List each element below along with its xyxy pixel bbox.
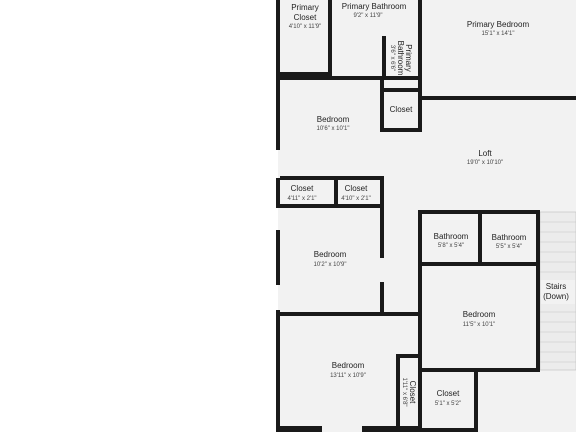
primary-closet-name-1: Primary	[291, 3, 319, 12]
room-closet-bottom: Closet 5'1" x 5'2"	[435, 389, 461, 407]
bedroom-1-name: Bedroom	[317, 115, 350, 124]
room-stairs: Stairs (Down)	[541, 280, 575, 304]
room-closet-left: Closet 4'11" x 2'1"	[287, 184, 316, 202]
room-primary-bedroom: Primary Bedroom 15'1" x 14'1"	[467, 20, 530, 37]
closet-vertical-dims: 1'11" x 6'8"	[401, 377, 407, 406]
room-closet-vertical: Closet 1'11" x 6'8"	[401, 377, 417, 406]
room-bathroom-2: Bathroom 5'5" x 5'4"	[492, 233, 527, 250]
room-bedroom-1: Bedroom 10'6" x 10'1"	[317, 115, 350, 132]
primary-closet-name-2: Closet	[294, 13, 317, 22]
bedroom-3-name: Bedroom	[463, 310, 496, 319]
closet-bottom-dims: 5'1" x 5'2"	[435, 401, 461, 407]
primary-bedroom-dims: 15'1" x 14'1"	[482, 31, 515, 37]
bedroom-2-name: Bedroom	[314, 250, 347, 259]
bathroom-2-name: Bathroom	[492, 233, 527, 242]
bathroom-2-dims: 5'5" x 5'4"	[496, 244, 522, 250]
room-loft: Loft 19'0" x 10'10"	[467, 149, 503, 166]
room-closet-top: Closet	[390, 105, 413, 114]
room-bedroom-2: Bedroom 10'2" x 10'9"	[314, 250, 347, 268]
bathroom-1-dims: 5'8" x 5'4"	[438, 243, 464, 249]
bedroom-2-dims: 10'2" x 10'9"	[314, 262, 347, 268]
floor-area	[278, 0, 576, 432]
loft-name: Loft	[478, 149, 492, 158]
closet-bottom-name: Closet	[437, 389, 460, 398]
primary-closet-dims: 4'10" x 11'9"	[289, 24, 321, 30]
bedroom-4-dims: 13'11" x 10'9"	[330, 373, 366, 379]
bedroom-4-name: Bedroom	[332, 361, 365, 370]
closet-right-name: Closet	[345, 184, 368, 193]
room-bedroom-4: Bedroom 13'11" x 10'9"	[330, 361, 366, 379]
primary-bathroom-small-dims: 3'6" x 6'6"	[389, 45, 395, 71]
stairs-name-2: (Down)	[543, 292, 569, 301]
primary-bathroom-name: Primary Bathroom	[342, 2, 407, 11]
bedroom-3-dims: 11'5" x 10'1"	[463, 322, 495, 328]
closet-right-dims: 4'10" x 2'1"	[341, 196, 371, 202]
bedroom-1-dims: 10'6" x 10'1"	[317, 126, 350, 132]
room-primary-bathroom-small: Primary Bathroom 3'6" x 6'6"	[389, 41, 413, 76]
room-bedroom-3: Bedroom 11'5" x 10'1"	[463, 310, 496, 328]
room-closet-right: Closet 4'10" x 2'1"	[341, 184, 371, 202]
room-primary-closet: Primary Closet 4'10" x 11'9"	[289, 3, 321, 30]
room-bathroom-1: Bathroom 5'8" x 5'4"	[434, 232, 469, 249]
loft-dims: 19'0" x 10'10"	[467, 160, 503, 166]
primary-bathroom-small-name-2: Bathroom	[396, 41, 405, 76]
primary-bathroom-small-name-1: Primary	[404, 44, 413, 72]
room-primary-bathroom: Primary Bathroom 9'2" x 11'9"	[342, 2, 407, 19]
closet-left-dims: 4'11" x 2'1"	[287, 196, 316, 202]
walls	[276, 0, 576, 432]
stairs-name-1: Stairs	[546, 282, 566, 291]
closet-vertical-name: Closet	[408, 381, 417, 404]
bathroom-1-name: Bathroom	[434, 232, 469, 241]
primary-bedroom-name: Primary Bedroom	[467, 20, 530, 29]
closet-top-name: Closet	[390, 105, 413, 114]
primary-bathroom-dims: 9'2" x 11'9"	[353, 13, 382, 19]
closet-left-name: Closet	[291, 184, 314, 193]
